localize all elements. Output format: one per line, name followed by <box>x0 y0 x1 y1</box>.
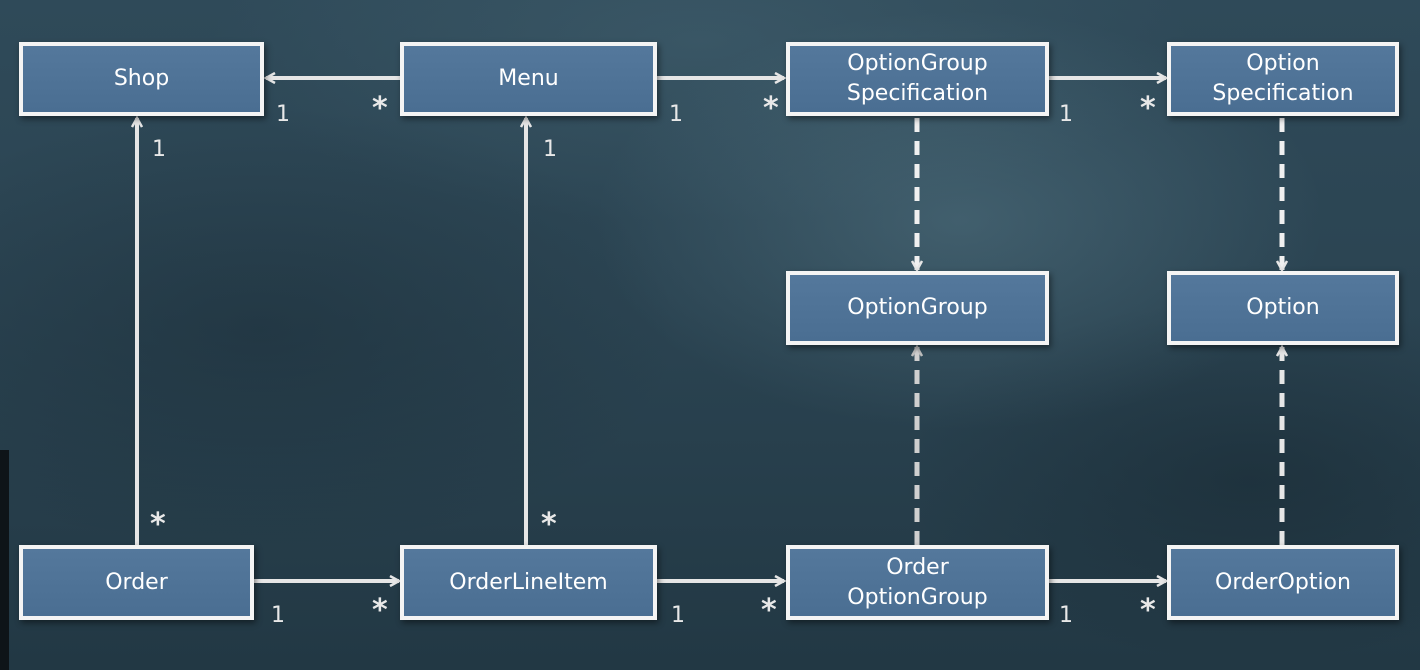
class-option-group-specification-label-line2: Specification <box>846 81 989 106</box>
class-option-label: Option <box>1246 295 1320 320</box>
multiplicity-order-oli-one: 1 <box>271 603 285 628</box>
class-order-label: Order <box>105 569 168 595</box>
multiplicity-oli-oog-many: * <box>761 593 777 628</box>
class-order-line-item[interactable]: OrderLineItem <box>400 545 657 620</box>
multiplicity-oli-menu-many: * <box>541 507 557 542</box>
class-order-option-group-label-line1: Order <box>886 554 949 580</box>
multiplicity-oli-menu-one: 1 <box>543 137 557 162</box>
class-order-option-label: OrderOption <box>1215 569 1351 595</box>
multiplicity-menu-shop-many: * <box>372 91 388 126</box>
class-option-group-specification[interactable]: OptionGroup Specification <box>786 42 1049 116</box>
left-edge-strip <box>0 450 9 670</box>
class-shop-label: Shop <box>113 66 170 91</box>
class-option-group[interactable]: OptionGroup <box>786 271 1049 345</box>
class-option-specification[interactable]: Option Specification <box>1167 42 1399 116</box>
class-option-group-specification-label-line1: OptionGroup <box>847 51 988 76</box>
multiplicity-oog-oo-many: * <box>1140 593 1156 628</box>
class-order-option-group-label-line2: OptionGroup <box>847 584 988 610</box>
class-shop[interactable]: Shop <box>19 42 264 116</box>
multiplicity-order-oli-many: * <box>372 593 388 628</box>
multiplicity-order-shop-one: 1 <box>152 137 166 162</box>
multiplicity-ogs-os-one: 1 <box>1059 102 1073 127</box>
class-option-specification-label-line2: Specification <box>1212 81 1354 106</box>
class-order[interactable]: Order <box>19 545 254 620</box>
class-menu[interactable]: Menu <box>400 42 657 116</box>
class-option[interactable]: Option <box>1167 271 1399 345</box>
class-order-option-group[interactable]: Order OptionGroup <box>786 545 1049 620</box>
multiplicity-ogs-os-many: * <box>1140 91 1156 126</box>
multiplicity-menu-ogs-one: 1 <box>669 102 683 127</box>
class-option-group-label: OptionGroup <box>847 295 988 320</box>
class-order-line-item-label: OrderLineItem <box>449 569 608 595</box>
multiplicity-oog-oo-one: 1 <box>1059 603 1073 628</box>
class-order-option[interactable]: OrderOption <box>1167 545 1399 620</box>
multiplicity-menu-ogs-many: * <box>763 91 779 126</box>
multiplicity-order-shop-many: * <box>150 507 166 542</box>
class-menu-label: Menu <box>498 66 559 91</box>
multiplicity-oli-oog-one: 1 <box>671 603 685 628</box>
multiplicity-menu-shop-one: 1 <box>276 102 290 127</box>
class-option-specification-label-line1: Option <box>1246 51 1320 76</box>
